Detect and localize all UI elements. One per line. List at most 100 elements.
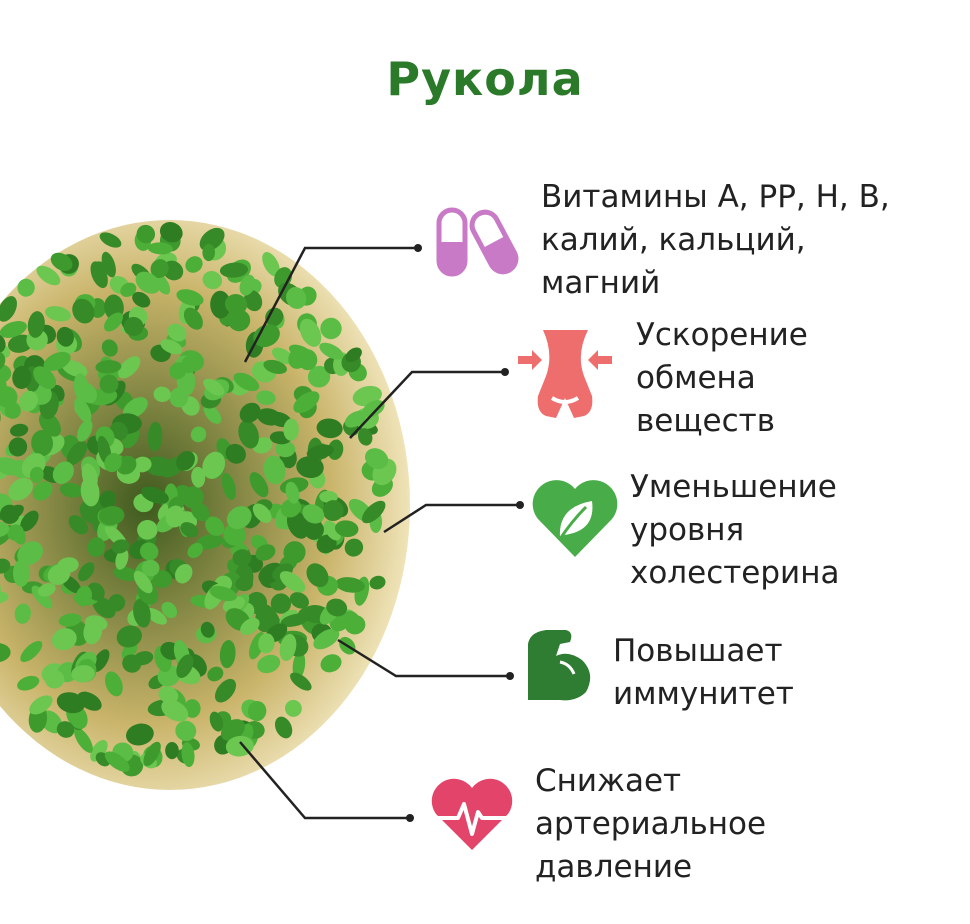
leaf xyxy=(4,402,21,419)
leaf xyxy=(175,720,197,742)
leaf xyxy=(12,559,30,587)
leaf xyxy=(275,440,296,458)
leaf xyxy=(120,282,137,297)
leaf xyxy=(145,607,167,625)
leaf xyxy=(141,559,160,577)
leaf xyxy=(262,252,280,277)
leaf xyxy=(369,575,386,590)
leaf xyxy=(176,654,194,678)
leaf xyxy=(202,271,223,290)
leaf xyxy=(169,387,189,408)
leaf xyxy=(0,321,27,338)
leaf xyxy=(191,502,210,522)
leaf xyxy=(174,563,193,584)
leaf xyxy=(238,420,259,449)
leaf xyxy=(113,566,139,582)
leaf xyxy=(240,617,260,635)
leaf xyxy=(83,618,103,645)
leaf xyxy=(200,621,215,638)
leaf xyxy=(280,498,302,518)
leaf xyxy=(161,601,178,619)
leaf xyxy=(99,232,122,248)
leaf xyxy=(115,548,129,570)
leaf xyxy=(285,481,300,504)
leaf xyxy=(74,397,92,423)
leaf xyxy=(256,408,282,426)
leaf xyxy=(137,519,158,540)
leaf xyxy=(225,443,246,464)
leaf xyxy=(9,423,29,437)
benefit-cholesterol: Уменьшение уровня холестерина xyxy=(630,466,839,595)
leaf xyxy=(33,366,57,390)
leaf xyxy=(29,466,44,484)
benefit-line: Витамины А, РР, Н, В, xyxy=(541,179,890,215)
leaf xyxy=(44,670,65,689)
leaf xyxy=(31,585,53,609)
leaf xyxy=(316,418,343,439)
leaf xyxy=(203,404,222,424)
leaf xyxy=(214,678,237,703)
leaf xyxy=(74,727,93,753)
leaf xyxy=(185,256,203,273)
benefit-vitamins: Витамины А, РР, Н, В, калий, кальций, ма… xyxy=(541,176,890,305)
leaf xyxy=(61,360,88,378)
leaf xyxy=(0,386,18,408)
leaf xyxy=(219,640,236,669)
benefit-line: холестерина xyxy=(630,555,840,591)
leaf xyxy=(135,271,161,294)
leaf xyxy=(59,482,83,498)
leaf xyxy=(116,625,142,648)
leaf xyxy=(123,316,144,337)
benefit-line: Уменьшение xyxy=(630,469,837,505)
leaf xyxy=(255,544,276,561)
leaf xyxy=(344,410,367,428)
leaf xyxy=(0,643,11,663)
leaf xyxy=(226,506,252,530)
leaf xyxy=(334,520,359,538)
leaf xyxy=(51,628,77,651)
leaf xyxy=(228,309,251,332)
benefit-line: уровня xyxy=(630,512,745,548)
leaf xyxy=(92,649,110,672)
leaf xyxy=(136,224,156,244)
benefit-line: артериальное xyxy=(535,806,767,842)
leaf xyxy=(20,510,39,532)
leaf xyxy=(296,456,324,479)
leaf xyxy=(307,365,331,388)
leaf xyxy=(270,593,292,614)
leaf xyxy=(133,570,153,594)
leaf xyxy=(56,326,74,347)
leaf xyxy=(95,360,122,374)
leaf xyxy=(68,515,89,535)
leaf xyxy=(176,289,204,306)
leaf xyxy=(293,391,320,413)
leaf xyxy=(290,672,312,691)
leaf xyxy=(202,451,226,479)
leaf xyxy=(224,294,248,315)
leaf xyxy=(274,716,293,739)
leaf xyxy=(105,671,123,697)
leaf xyxy=(361,500,386,524)
leaf xyxy=(147,421,163,452)
leaf xyxy=(306,444,334,460)
leaf xyxy=(258,633,275,654)
leaf xyxy=(299,318,322,347)
leaf xyxy=(279,634,297,661)
leaf xyxy=(78,562,95,582)
leaf xyxy=(133,598,151,628)
leaf xyxy=(167,323,187,342)
leaf xyxy=(223,523,246,546)
benefit-line: иммунитет xyxy=(613,676,794,712)
capsules-icon xyxy=(436,207,519,277)
leaf xyxy=(118,356,141,379)
leaf xyxy=(8,437,28,457)
benefit-line: обмена xyxy=(636,360,756,396)
leaf xyxy=(32,481,53,501)
leaf xyxy=(19,390,38,412)
leaf xyxy=(133,456,152,473)
leaf xyxy=(161,699,189,722)
leaf xyxy=(183,307,203,330)
leaf xyxy=(209,711,224,732)
leaf xyxy=(233,372,260,392)
leaf xyxy=(153,273,171,295)
